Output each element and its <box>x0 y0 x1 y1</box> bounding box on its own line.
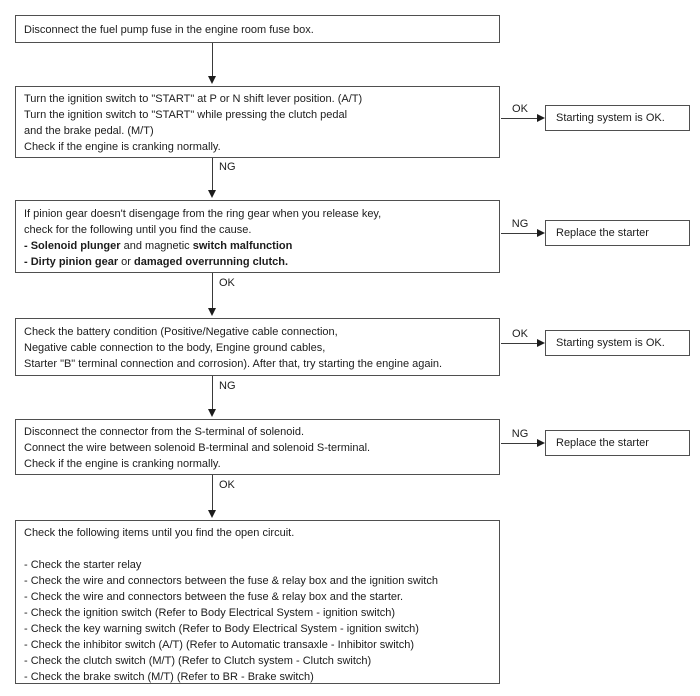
step6-line: - Check the wire and connectors between … <box>24 575 438 587</box>
flow-step-6: Check the following items until you find… <box>15 520 500 684</box>
arrow-line-down-3 <box>212 273 213 308</box>
flow-step-3: If pinion gear doesn't disengage from th… <box>15 200 500 273</box>
step3-line: - Dirty pinion gear or damaged overrunni… <box>24 256 289 268</box>
result-box-replace-starter-2: Replace the starter <box>545 430 690 456</box>
result-box-replace-starter-1: Replace the starter <box>545 220 690 246</box>
arrow-line-down-4 <box>212 376 213 409</box>
arrow-head-side-3 <box>537 339 545 347</box>
arrow-line-side-3 <box>501 343 538 344</box>
connector-label-ng-1: NG <box>219 161 236 173</box>
flow-step-5: Disconnect the connector from the S-term… <box>15 419 500 475</box>
step5-line: Connect the wire between solenoid B-term… <box>24 442 371 454</box>
step6-line: - Check the ignition switch (Refer to Bo… <box>24 607 396 619</box>
step4-line: Negative cable connection to the body, E… <box>24 342 326 354</box>
branch-label-ng-1: NG <box>511 218 529 230</box>
connector-label-ng-2: NG <box>219 380 236 392</box>
arrow-line-side-4 <box>501 443 538 444</box>
step5-line: Check if the engine is cranking normally… <box>24 458 221 470</box>
step3-line: If pinion gear doesn't disengage from th… <box>24 208 382 220</box>
connector-label-ok-2: OK <box>219 479 235 491</box>
result-text: Replace the starter <box>556 227 649 239</box>
step6-line: - Check the starter relay <box>24 559 142 571</box>
flow-step-4: Check the battery condition (Positive/Ne… <box>15 318 500 376</box>
arrow-head-side-2 <box>537 229 545 237</box>
arrow-head-down-4 <box>208 409 216 417</box>
branch-label-ng-2: NG <box>511 428 529 440</box>
step6-line: - Check the wire and connectors between … <box>24 591 404 603</box>
step5-line: Disconnect the connector from the S-term… <box>24 426 305 438</box>
step6-line: - Check the brake switch (M/T) (Refer to… <box>24 671 314 683</box>
arrow-line-side-1 <box>501 118 538 119</box>
arrow-line-down-5 <box>212 475 213 510</box>
step2-line: Check if the engine is cranking normally… <box>24 141 221 153</box>
arrow-line-down-1 <box>212 43 213 76</box>
result-text: Starting system is OK. <box>556 112 665 124</box>
connector-label-ok-1: OK <box>219 277 235 289</box>
result-box-starting-ok-2: Starting system is OK. <box>545 330 690 356</box>
step4-line: Check the battery condition (Positive/Ne… <box>24 326 338 338</box>
step2-line: Turn the ignition switch to "START" at P… <box>24 93 363 105</box>
step3-line: check for the following until you find t… <box>24 224 252 236</box>
step2-line: Turn the ignition switch to "START" whil… <box>24 109 348 121</box>
flow-step-2: Turn the ignition switch to "START" at P… <box>15 86 500 158</box>
step3-line: - Solenoid plunger and magnetic switch m… <box>24 240 293 252</box>
step4-line: Starter "B" terminal connection and corr… <box>24 358 443 370</box>
step6-line: - Check the clutch switch (M/T) (Refer t… <box>24 655 372 667</box>
arrow-head-down-2 <box>208 190 216 198</box>
result-box-starting-ok-1: Starting system is OK. <box>545 105 690 131</box>
branch-label-ok-1: OK <box>512 103 528 115</box>
arrow-head-side-1 <box>537 114 545 122</box>
arrow-head-down-1 <box>208 76 216 84</box>
step1-line: Disconnect the fuel pump fuse in the eng… <box>24 24 314 36</box>
arrow-head-down-3 <box>208 308 216 316</box>
arrow-line-down-2 <box>212 158 213 190</box>
branch-label-ok-2: OK <box>512 328 528 340</box>
result-text: Replace the starter <box>556 437 649 449</box>
arrow-head-side-4 <box>537 439 545 447</box>
step6-line: - Check the inhibitor switch (A/T) (Refe… <box>24 639 415 651</box>
arrow-line-side-2 <box>501 233 538 234</box>
step6-line <box>24 541 491 557</box>
step6-line: - Check the key warning switch (Refer to… <box>24 623 419 635</box>
step2-line: and the brake pedal. (M/T) <box>24 125 154 137</box>
arrow-head-down-5 <box>208 510 216 518</box>
flow-step-1: Disconnect the fuel pump fuse in the eng… <box>15 15 500 43</box>
step6-line: Check the following items until you find… <box>24 527 295 539</box>
result-text: Starting system is OK. <box>556 337 665 349</box>
